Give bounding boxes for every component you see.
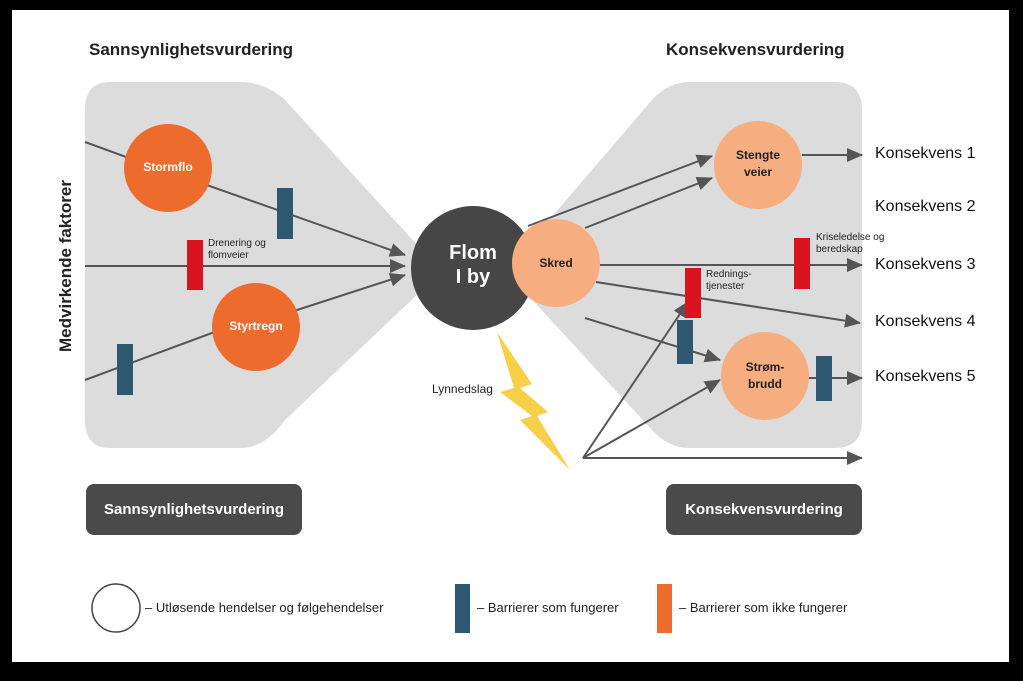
barrier-failed-krise bbox=[794, 238, 810, 289]
right-title: Konsekvensvurdering bbox=[666, 40, 845, 59]
drenering-label-line1: Drenering og bbox=[208, 238, 266, 249]
arrow-skred-to-k4 bbox=[595, 281, 861, 328]
redning-label-line2: tjenester bbox=[706, 281, 745, 292]
stengte-label-line2: veier bbox=[743, 165, 773, 179]
stengte-label-line1: Stengte bbox=[735, 148, 780, 162]
consequence-4: Konsekvens 4 bbox=[875, 313, 976, 330]
node-flom-center bbox=[411, 206, 535, 330]
legend-working-text: – Barrierer som fungerer bbox=[477, 600, 619, 615]
consequence-1: Konsekvens 1 bbox=[875, 145, 976, 162]
barrier-failed-redning bbox=[685, 268, 701, 318]
barrier-working-strombrudd bbox=[816, 356, 832, 401]
strombrudd-label-line1: Strøm- bbox=[745, 360, 785, 374]
konsekvens-button: Konsekvensvurdering bbox=[666, 484, 862, 535]
styrtregn-label: Styrtregn bbox=[229, 319, 283, 333]
consequence-5: Konsekvens 5 bbox=[875, 368, 976, 385]
arrow-to-strombrudd bbox=[584, 317, 721, 363]
lynnedslag-label: Lynnedslag bbox=[432, 382, 493, 396]
legend-events-text: – Utløsende hendelser og følgehendelser bbox=[145, 600, 384, 615]
left-title: Sannsynlighetsvurdering bbox=[89, 40, 294, 59]
vertical-label: Medvirkende faktorer bbox=[56, 180, 75, 352]
arrow-lynnedslag-to-redning bbox=[582, 301, 689, 459]
node-stormflo bbox=[124, 124, 212, 212]
redning-label-line1: Rednings- bbox=[706, 269, 752, 280]
krise-label-line1: Kriseledelse og bbox=[816, 232, 885, 243]
arrow-styrtregn-in bbox=[84, 329, 221, 381]
stormflo-label: Stormflo bbox=[143, 160, 193, 174]
node-stengte-veier bbox=[714, 121, 802, 209]
arrow-lynnedslag-to-strombrudd bbox=[582, 379, 721, 459]
drenering-label-line2: flomveier bbox=[208, 250, 249, 261]
arrow-center-to-stengte bbox=[527, 154, 713, 227]
sannsynlighet-button: Sannsynlighetsvurdering bbox=[86, 484, 302, 535]
skred-label: Skred bbox=[539, 256, 573, 270]
barrier-failed-drenering bbox=[187, 240, 203, 290]
node-styrtregn bbox=[212, 283, 300, 371]
flom-label-line2: I by bbox=[455, 266, 491, 288]
legend-orange-barrier-icon bbox=[657, 584, 672, 633]
krise-label-line2: beredskap bbox=[816, 244, 863, 255]
legend-circle-icon bbox=[91, 583, 141, 633]
consequence-3: Konsekvens 3 bbox=[875, 256, 976, 273]
barrier-working-stormflo bbox=[277, 188, 293, 239]
flom-label-line1: Flom bbox=[449, 242, 497, 264]
arrow-skred-to-stengte bbox=[584, 176, 713, 229]
barrier-working-styrtregn bbox=[117, 344, 133, 395]
legend-blue-barrier-icon bbox=[455, 584, 470, 633]
strombrudd-label-line2: brudd bbox=[748, 377, 782, 391]
lightning-icon bbox=[497, 332, 570, 470]
node-strombrudd bbox=[721, 332, 809, 420]
consequence-2: Konsekvens 2 bbox=[875, 198, 976, 215]
barrier-working-right-lower bbox=[677, 320, 693, 364]
node-skred bbox=[512, 219, 600, 307]
legend-not-working-text: – Barrierer som ikke fungerer bbox=[679, 600, 848, 615]
